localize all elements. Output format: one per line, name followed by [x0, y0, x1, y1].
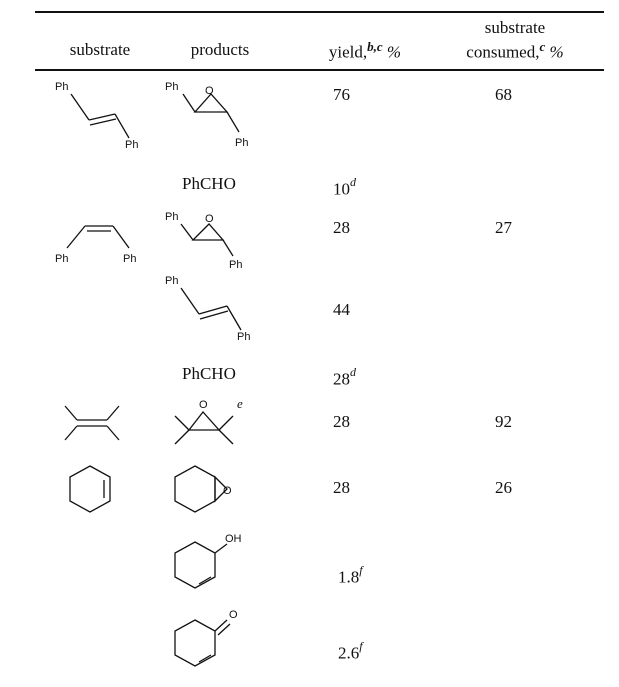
product-text-cell: PhCHO	[182, 174, 236, 193]
oxygen-label: O	[205, 85, 214, 97]
ph-label: Ph	[229, 259, 242, 271]
ph-label: Ph	[165, 81, 178, 93]
footnote-e-label: e	[237, 396, 243, 411]
cis-stilbene-structure: Ph Ph	[55, 212, 145, 265]
yield-cell: 10d	[333, 175, 356, 199]
yield-cell: 2.6f	[338, 639, 363, 663]
top-rule	[35, 11, 604, 13]
consumed-cell: 26	[495, 478, 512, 497]
consumed-cell: 92	[495, 412, 512, 431]
ph-label: Ph	[55, 253, 68, 265]
oxygen-label: O	[229, 609, 238, 621]
oxygen-label: O	[223, 485, 232, 497]
yield-cell: 44	[333, 300, 350, 319]
cis-stilbene-oxide-structure: Ph O Ph	[165, 210, 275, 271]
consumed-cell: 68	[495, 85, 512, 104]
tetramethylethylene-structure	[57, 400, 127, 450]
trans-stilbene-product-structure: Ph Ph	[165, 275, 275, 346]
header-rule	[35, 69, 604, 71]
cyclohexenol-structure: OH	[165, 528, 275, 598]
header-consumed: substrate consumed,c %	[466, 18, 564, 62]
yield-cell: 1.8f	[338, 563, 363, 587]
cyclohexenone-structure: O	[165, 604, 275, 680]
trans-stilbene-oxide-structure: Ph O Ph	[165, 81, 275, 152]
ph-label: Ph	[165, 275, 178, 287]
product-text-cell: PhCHO	[182, 364, 236, 383]
cyclohexene-structure	[60, 460, 120, 520]
ph-label: Ph	[237, 331, 250, 343]
consumed-cell: 27	[495, 218, 512, 237]
header-products: products	[190, 40, 250, 59]
ph-label: Ph	[55, 81, 68, 93]
ph-label: Ph	[235, 137, 248, 149]
tetramethyl-epoxide-structure: O e	[165, 394, 275, 454]
yield-cell: 76	[333, 85, 350, 104]
oxygen-label: O	[205, 213, 214, 225]
yield-cell: 28	[333, 478, 350, 497]
yield-cell: 28d	[333, 365, 356, 389]
yield-cell: 28	[333, 412, 350, 431]
ph-label: Ph	[165, 211, 178, 223]
yield-cell: 28	[333, 218, 350, 237]
cyclohexene-oxide-structure: O	[165, 460, 255, 520]
header-substrate: substrate	[69, 40, 131, 59]
header-yield: yield,b,c %	[328, 39, 402, 62]
hydroxyl-label: OH	[225, 533, 242, 545]
ph-label: Ph	[125, 139, 138, 151]
ph-label: Ph	[123, 253, 136, 265]
trans-stilbene-structure: Ph Ph	[55, 81, 145, 152]
oxygen-label: O	[199, 399, 208, 411]
